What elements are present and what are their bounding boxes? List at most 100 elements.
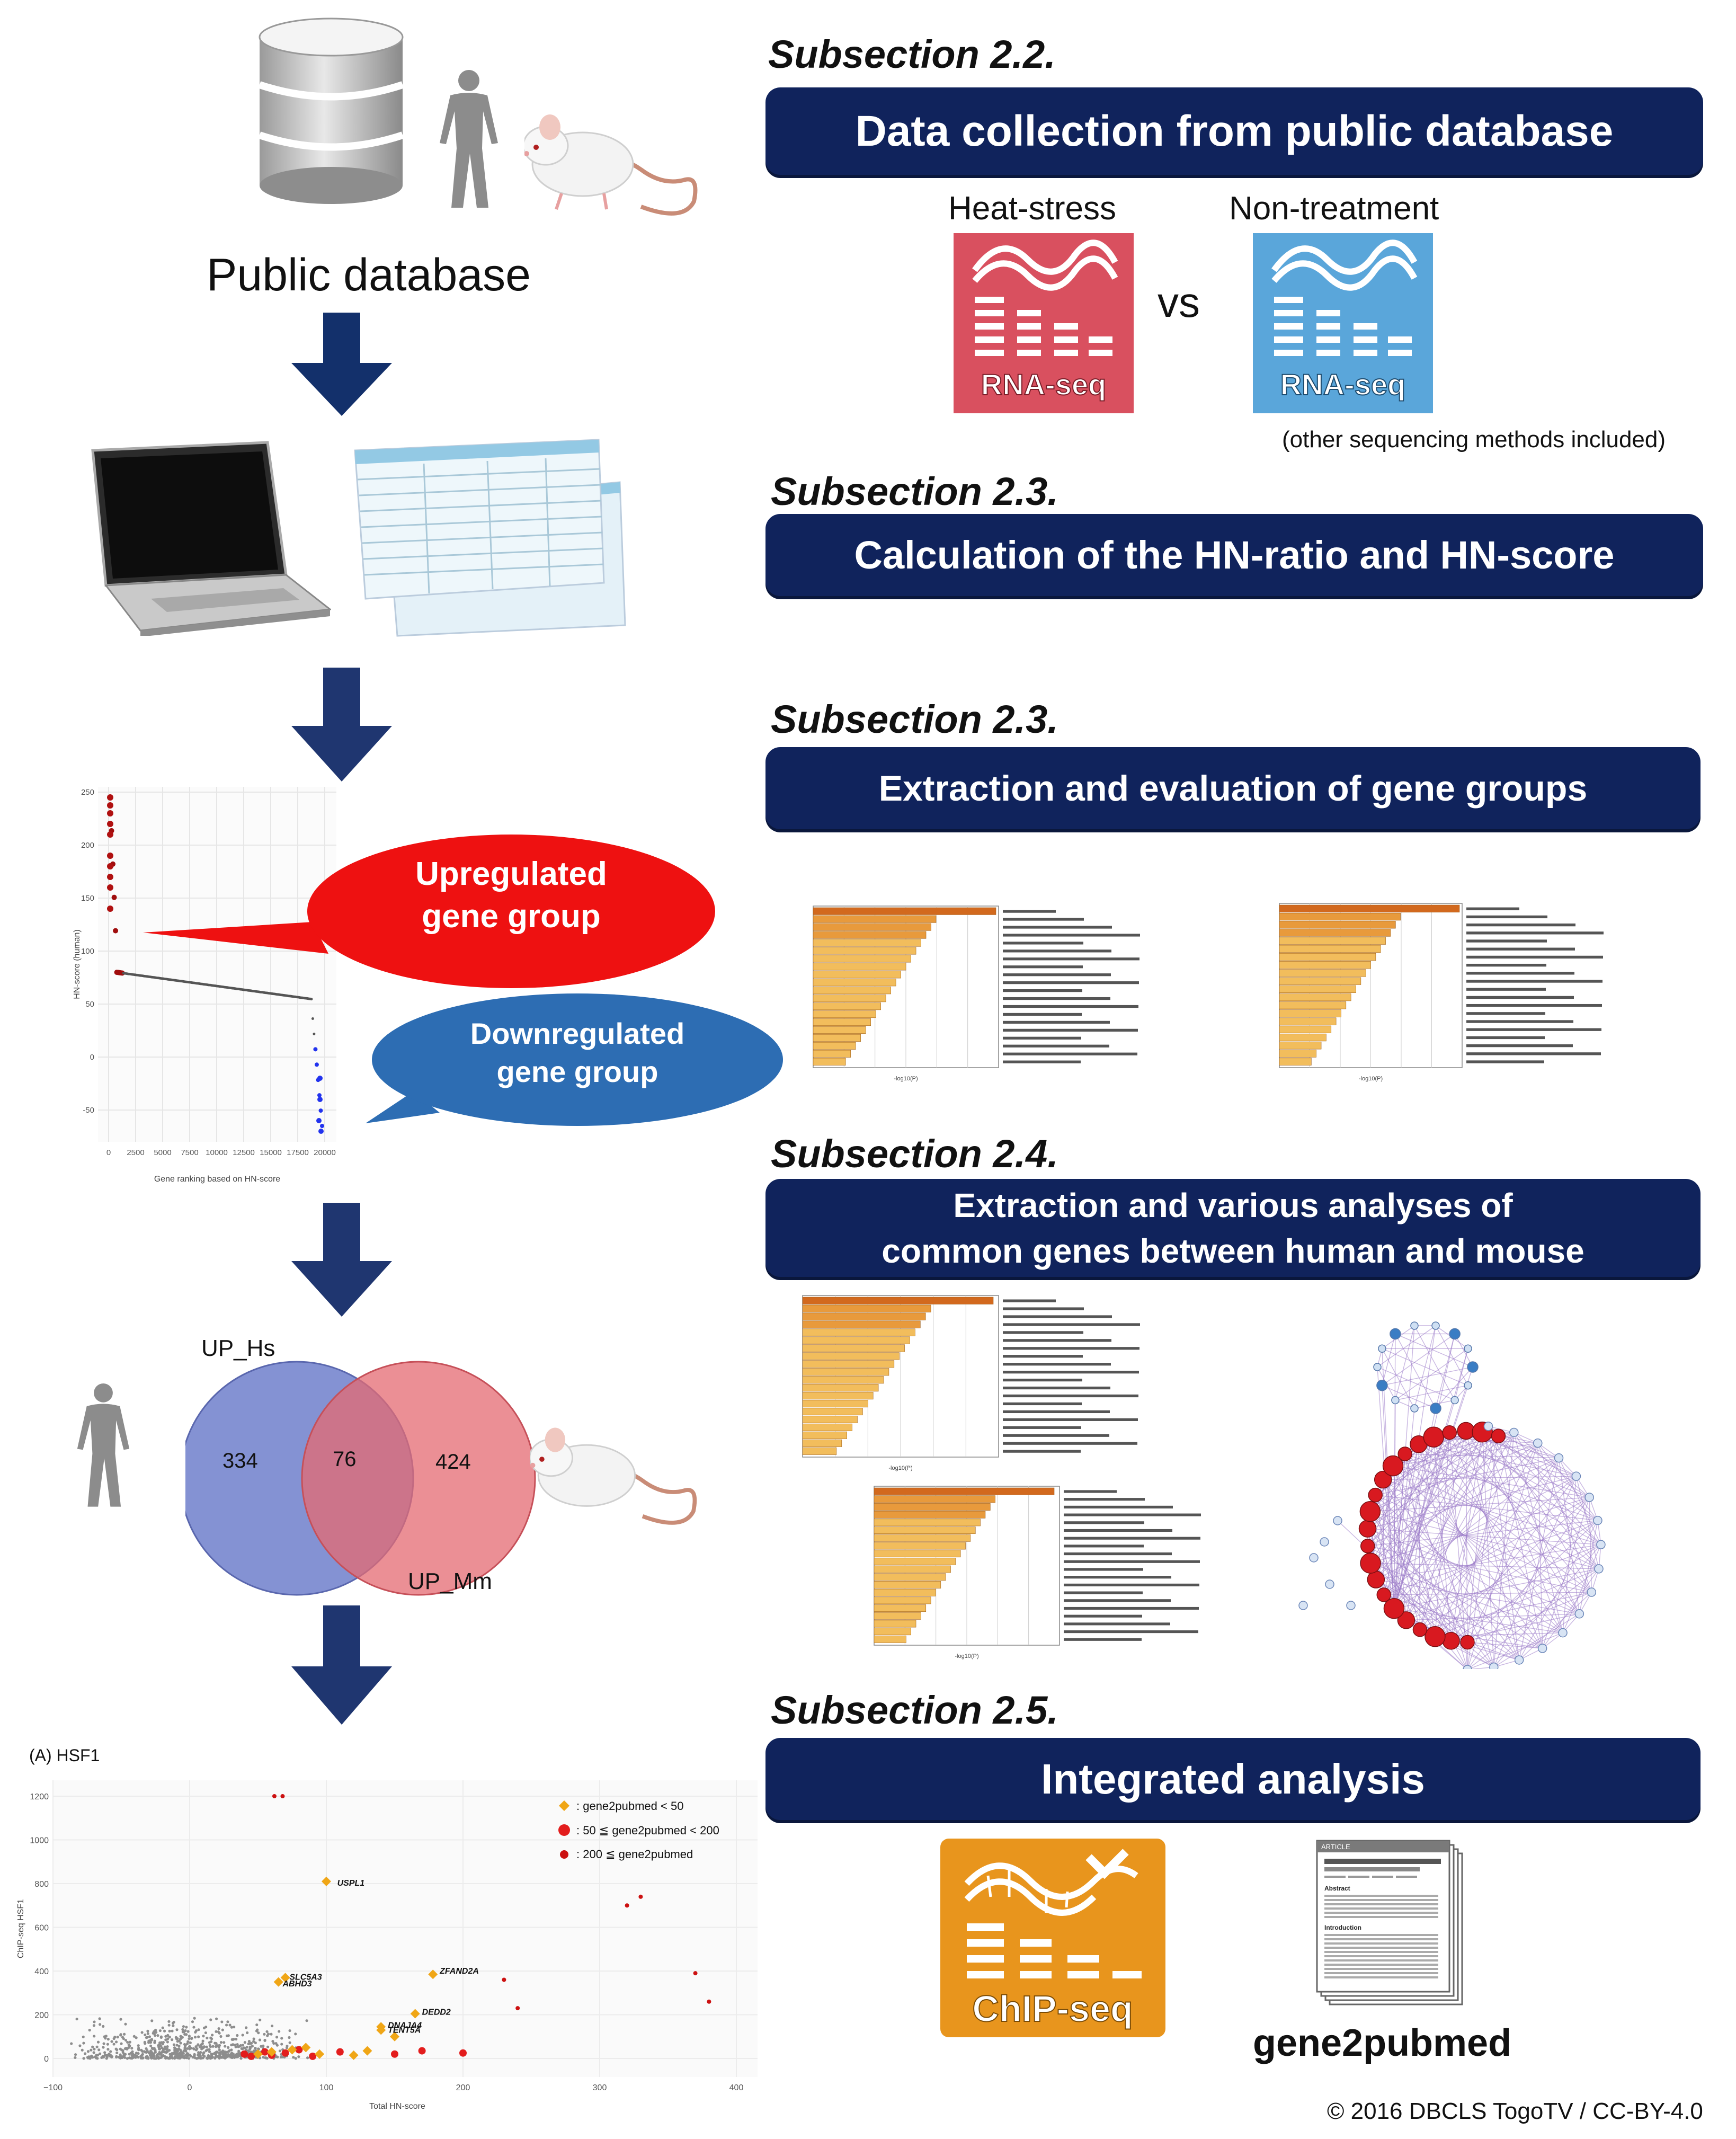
enrichment-term-text [1003,957,1139,961]
scatter-point [220,2020,224,2023]
hn-point [317,1076,323,1081]
scatter-point [295,2046,303,2054]
enrichment-bar [813,963,906,971]
scatter-point [254,2041,257,2045]
mouse-icon-2 [530,1427,697,1525]
hn-point [107,906,113,912]
scatter-point [410,2009,420,2019]
subsection-2-5-heading: Subsection 2.5. [771,1688,1058,1732]
enrichment-term-text [1064,1560,1200,1563]
scatter-point [288,2036,291,2039]
enrichment-term-text [1003,1386,1110,1390]
vs-label: vs [1158,279,1200,326]
scatter-point [292,2056,295,2059]
scatter-point [109,2050,112,2053]
scatter-point [309,2052,317,2060]
scatter-point [153,2057,156,2060]
enrichment-bar [874,1565,951,1573]
enrichment-bar [802,1360,895,1368]
scatter-point [171,2038,174,2042]
enrichment-term-text [1003,997,1110,1000]
enrichment-term-text [1064,1576,1171,1579]
scatter-point [202,2026,206,2030]
article-header-label: ARTICLE [1321,1843,1350,1851]
rnaseq-heat-label: RNA-seq [981,368,1106,401]
scatter-point [82,2057,85,2060]
scatter-point [151,2047,155,2051]
enrichment-bar [802,1328,915,1336]
scatter-point [221,2028,224,2031]
enrichment-bar [874,1581,941,1588]
enrichment-term-text [1003,1020,1110,1024]
network-node [1584,1493,1594,1502]
scatter-point [184,2049,188,2053]
enrichment-bar [813,931,927,939]
enrichment-term-text [1003,989,1082,992]
scatter-point [158,2029,162,2033]
scatter-point [263,2038,266,2042]
enrichment-term-text [1003,1394,1138,1398]
scatter-point [215,2030,218,2033]
network-node [1309,1553,1319,1563]
scatter-point [182,2025,185,2028]
scatter-point [188,2035,191,2038]
enrichment-bar [802,1368,889,1376]
scatter-point [168,2036,171,2039]
bar-axis-label: -log10(P) [894,1076,918,1082]
hn-point [107,810,113,816]
scatter-point [391,2050,398,2058]
enrichment-bar [813,947,916,955]
network-node [1431,1321,1440,1330]
enrichment-term-text [1466,972,1574,975]
enrichment-bar [1279,1009,1341,1017]
hn-point [314,1062,319,1067]
network-node [1368,1487,1383,1503]
mouse-icon [524,114,698,216]
subsection-2-4-heading: Subsection 2.4. [771,1132,1058,1176]
enrichment-bar [802,1392,874,1400]
enrichment-bar [813,1026,866,1034]
scatter-point [210,2055,213,2058]
scatter-point [156,2053,159,2056]
hn-xlabel: Gene ranking based on HN-score [154,1175,280,1184]
scatter-point [198,2045,201,2048]
enrichment-bar [874,1620,916,1628]
enrichment-term-text [1003,1450,1081,1453]
enrichment-bar [874,1511,986,1519]
scatter-point [233,2026,236,2029]
scatter-point [272,2042,275,2045]
enrichment-term-text [1003,1410,1110,1414]
network-node [1382,1455,1404,1477]
enrichment-bar [874,1503,991,1511]
hn-ytick: 250 [81,788,94,797]
enrichment-bar [874,1596,931,1604]
venn-left-count: 334 [222,1449,258,1472]
scatter-point [177,2044,181,2048]
enrichment-term-text [1003,1323,1140,1326]
scatter-point [235,2037,238,2041]
scatter-point [218,2031,221,2035]
scatter-point [185,2033,188,2036]
network-node [1423,1426,1444,1448]
enrichment-bar [1279,945,1381,953]
scatter-point [78,2044,82,2047]
network-node [1587,1587,1597,1597]
article-introduction-label: Introduction [1324,1924,1361,1931]
enrichment-bar [1279,1025,1332,1033]
scatter-point [209,2045,212,2048]
hn-point [318,1129,324,1134]
enrichment-term-text [1064,1537,1200,1540]
scatter-point [168,2048,171,2052]
enrichment-term-text [1003,1442,1137,1445]
enrichment-term-text [1466,1028,1601,1031]
scatter-point [194,2048,198,2052]
scatter-point [144,2042,147,2045]
scatter-point [294,2033,297,2036]
scatter-point [248,2045,252,2048]
enrichment-term-text [1466,1060,1544,1063]
scatter-point [150,2038,154,2041]
scatter-point [126,2047,129,2051]
scatter-point [287,2045,297,2055]
scatter-point [255,2023,259,2027]
scatter-point [224,2045,227,2048]
